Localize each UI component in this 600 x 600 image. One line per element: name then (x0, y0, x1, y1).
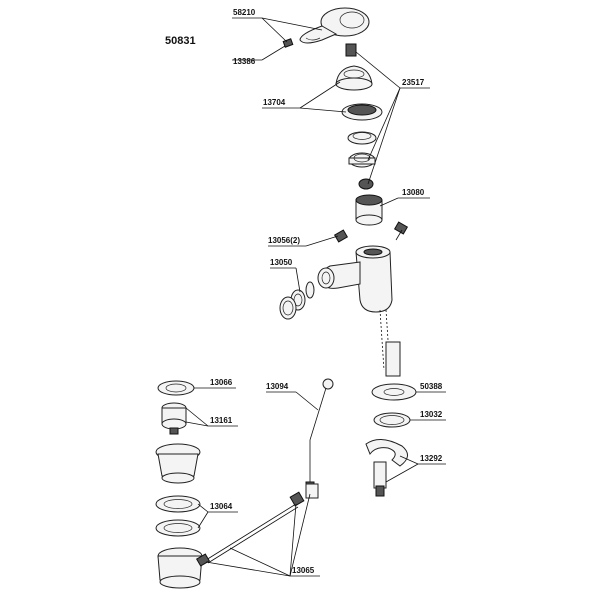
part-label-50388: 50388 (420, 382, 443, 391)
cartridge-ring (347, 131, 377, 145)
drain-washer-top (157, 380, 195, 396)
part-label-13292: 13292 (420, 454, 443, 463)
horseshoe-bracket (365, 439, 408, 467)
part-label-13066: 13066 (210, 378, 233, 387)
handle-lever (299, 7, 370, 44)
inlet-nipple-right (393, 221, 409, 235)
model-number: 50831 (165, 35, 196, 47)
retaining-nut (341, 103, 383, 121)
drain-body (155, 443, 201, 484)
part-label-13050: 13050 (270, 258, 293, 267)
aerator-housing (279, 296, 297, 320)
lift-rod (305, 378, 334, 493)
drain-stopper (161, 402, 187, 435)
aerator-ring (305, 281, 315, 299)
pivot-rod (195, 483, 319, 567)
part-label-13704: 13704 (263, 98, 286, 107)
part-label-13064: 13064 (210, 502, 233, 511)
mounting-stud (373, 461, 387, 497)
cartridge-body (355, 194, 383, 226)
part-label-13080: 13080 (402, 188, 425, 197)
drain-gasket (155, 495, 201, 513)
part-label-13161: 13161 (210, 416, 233, 425)
small-insert (358, 178, 374, 190)
part-label-23517: 23517 (402, 78, 425, 87)
faucet-body (317, 245, 393, 313)
part-label-58210: 58210 (233, 8, 256, 17)
drain-washer-bottom (155, 519, 201, 537)
cartridge-stem (345, 43, 357, 57)
mounting-rod (379, 309, 401, 377)
part-label-13094: 13094 (266, 382, 289, 391)
cap-dome (335, 65, 373, 91)
cog-disc (348, 152, 376, 168)
part-label-13386: 13386 (233, 57, 256, 66)
inlet-nipple-left (333, 229, 349, 243)
part-label-13032: 13032 (420, 410, 443, 419)
drain-tailpiece (157, 547, 203, 589)
part-labels: 58210 13386 23517 13704 13080 13056(2) 1… (210, 8, 443, 575)
part-label-13056: 13056(2) (268, 236, 300, 245)
leader-lines (185, 17, 446, 577)
mounting-washer (371, 383, 417, 401)
o-ring (373, 412, 411, 428)
part-label-13065: 13065 (292, 566, 315, 575)
